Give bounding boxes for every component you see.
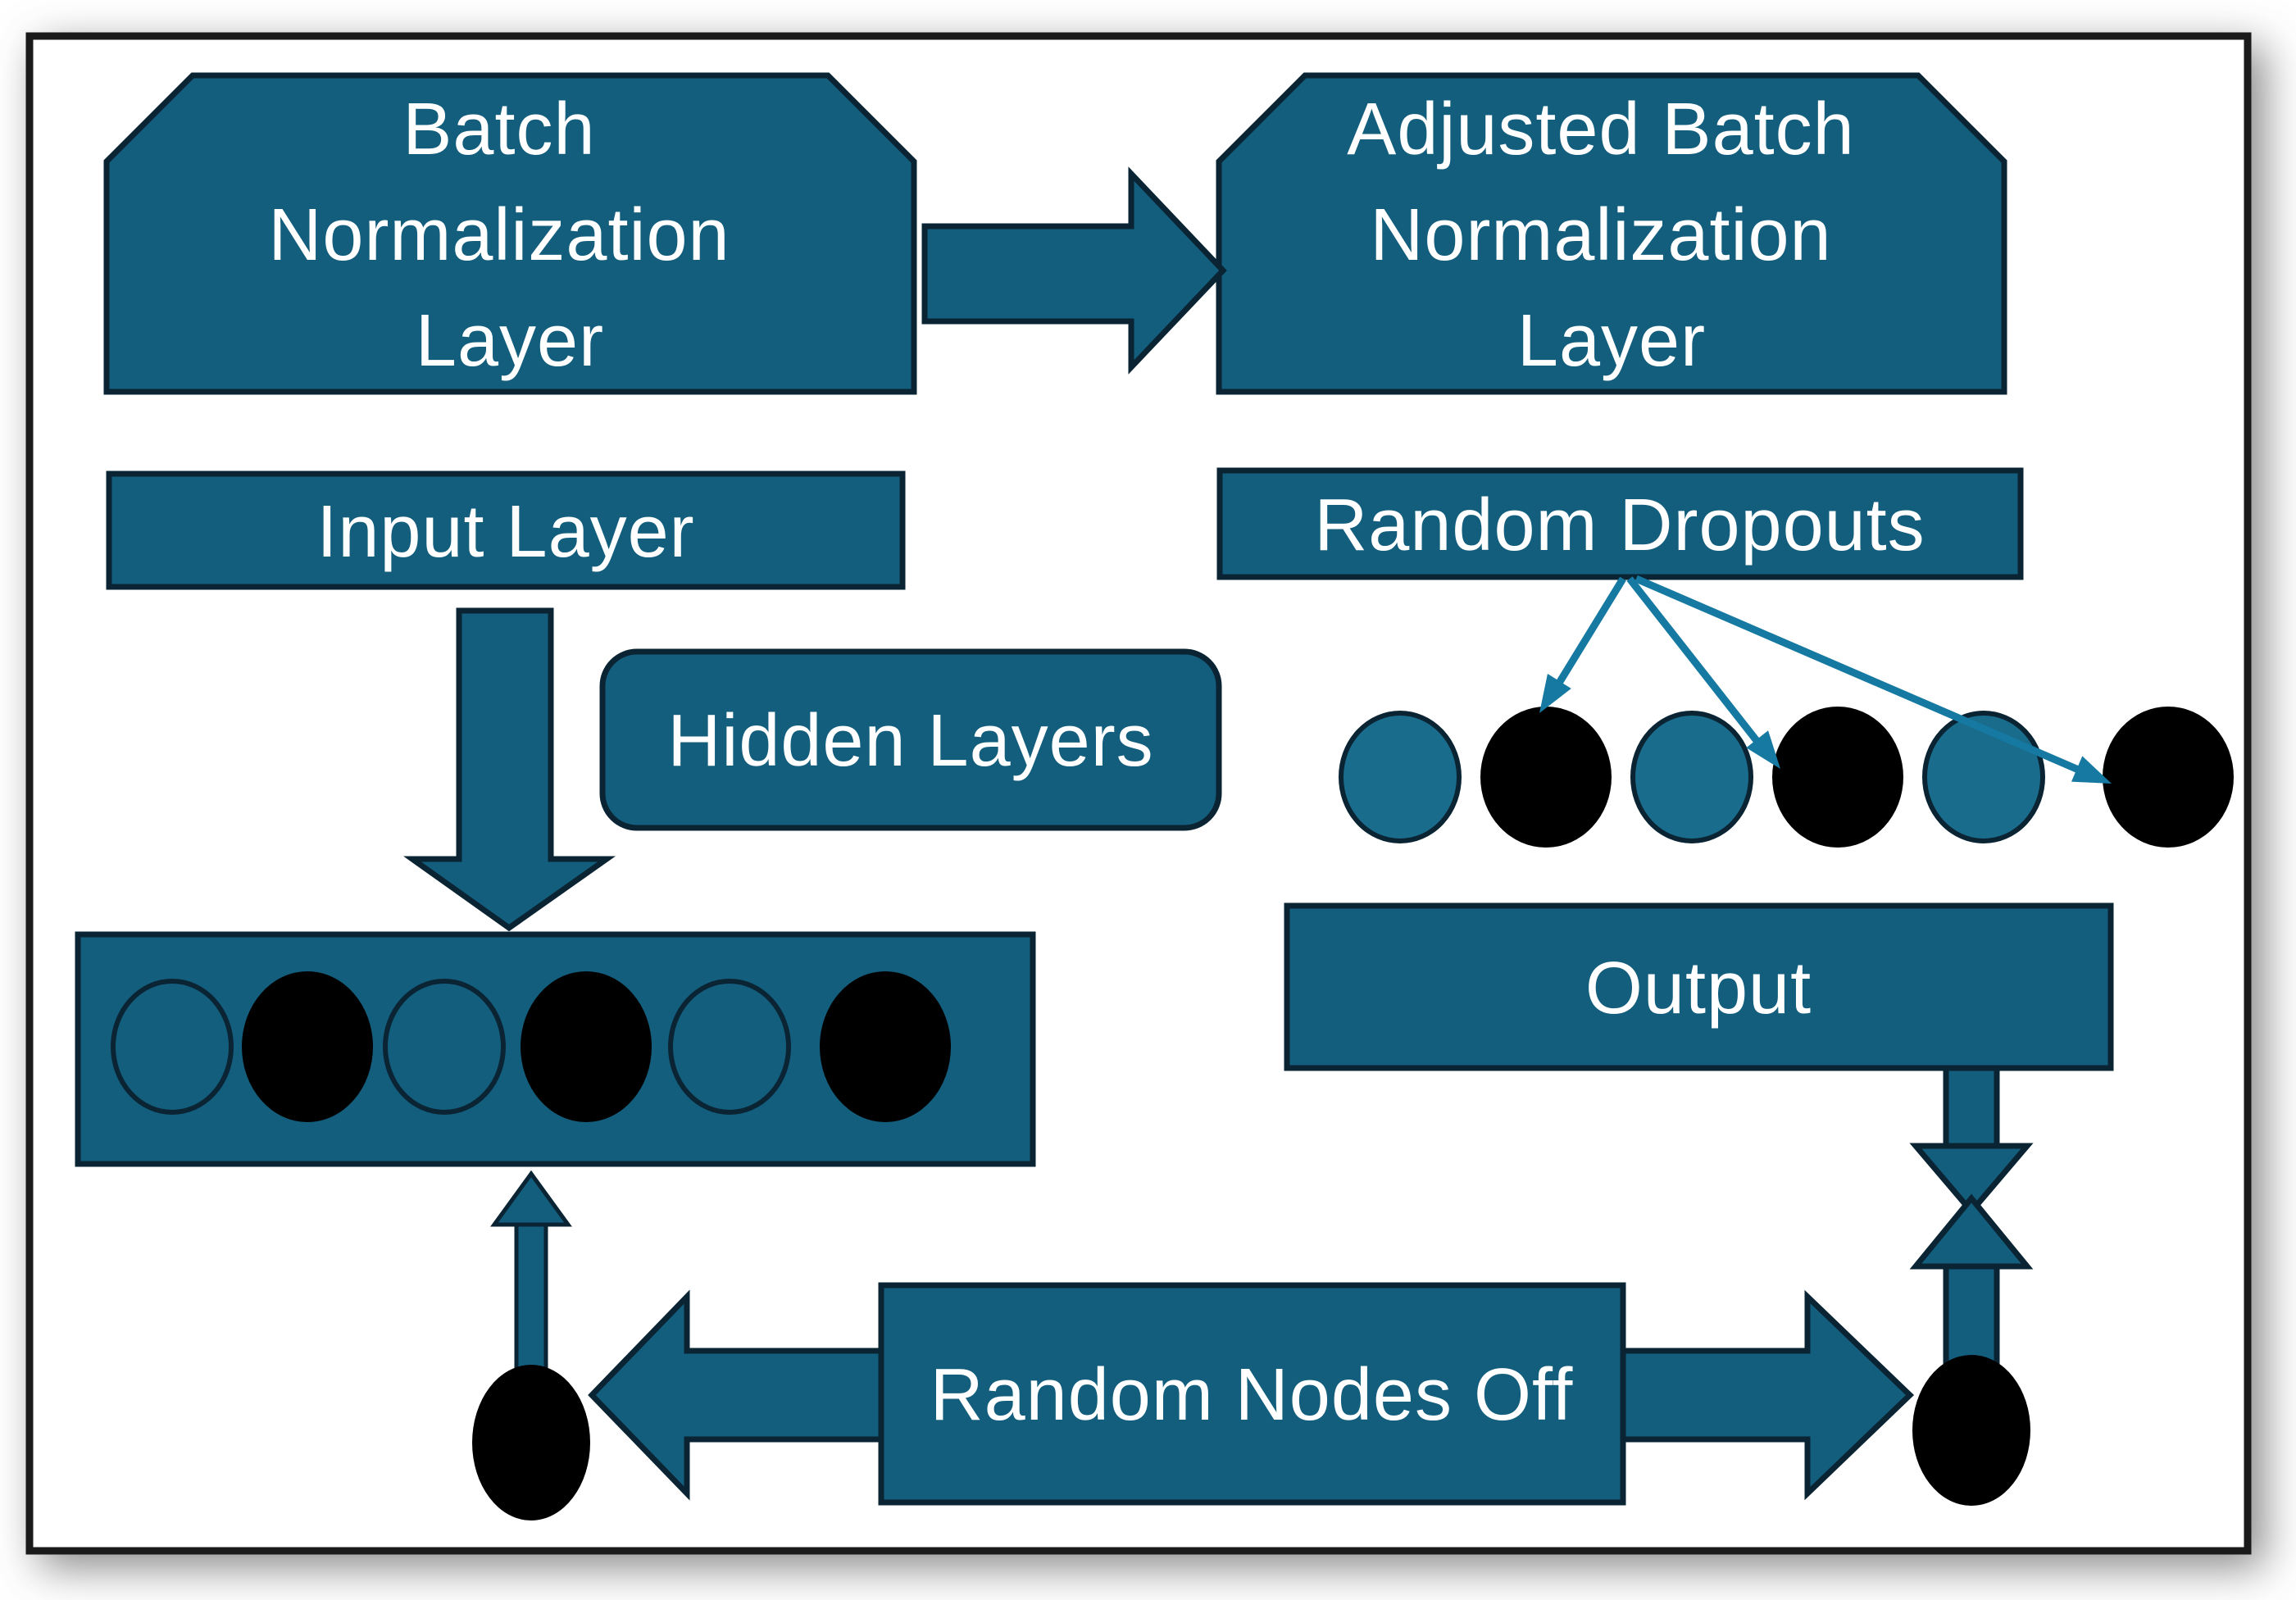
arrow-output-down-head [1909,1143,2034,1216]
adjusted-batch-normalization-node [1216,72,2007,395]
input-row-neuron-2 [242,971,373,1122]
random-nodes-off-label: Random Nodes Off [930,1354,1574,1436]
adjusted-batch-normalization-label: Adjusted Batch Normalization Layer [1347,89,1875,382]
left-off-node [472,1365,590,1520]
arrow-output-down-shaft [1943,1065,2000,1149]
input-layer-node [106,470,906,590]
dropout-arrow-1 [1548,576,1626,698]
arrow-rno-to-right-node [1620,1289,1915,1501]
random-dropouts-label: Random Dropouts [1314,484,1925,566]
dropout-row-neuron-1 [1339,711,1462,843]
input-layer-label: Input Layer [316,491,694,573]
arrow-rno-to-left-node [588,1289,884,1501]
dropout-row-neuron-4 [1772,707,1903,848]
input-row-neuron-1 [111,979,234,1115]
batch-normalization-node [103,72,917,395]
arrow-left-node-up-shaft [514,1219,548,1375]
output-node [1284,902,2114,1071]
dropout-row-neuron-3 [1630,711,1753,843]
dropout-row-neuron-6 [2103,707,2234,848]
output-label: Output [1585,948,1812,1030]
dropout-arrow-1-head [1539,673,1571,713]
dropout-arrow-2-head [1746,730,1780,769]
dropout-arrow-3 [1634,575,2084,775]
random-dropouts-node [1216,467,2024,580]
hidden-layers-node [599,648,1222,831]
input-row-neuron-5 [668,979,791,1115]
arrow-input-to-input-row [403,607,616,932]
arrow-left-node-up-head [490,1170,572,1227]
right-off-node [1912,1355,2030,1506]
input-row-neuron-6 [820,971,951,1122]
batch-normalization-label: Batch Normalization Layer [268,89,751,382]
input-row-neuron-4 [521,971,652,1122]
random-nodes-off-node [878,1282,1626,1506]
dropout-arrow-3-head [2071,756,2112,784]
hidden-layers-label: Hidden Layers [667,700,1153,782]
input-row-neuron-3 [383,979,506,1115]
arrow-batch-to-adjusted [921,166,1227,375]
arrow-node-up-shaft [1943,1263,2000,1368]
dropout-row-neuron-2 [1480,707,1612,848]
dropout-arrow-2 [1626,576,1764,748]
